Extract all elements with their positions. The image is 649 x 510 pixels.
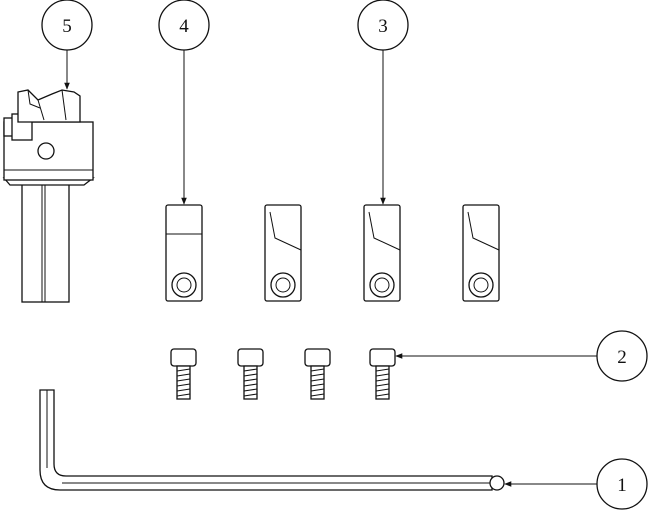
callout-3-label: 3 <box>378 16 388 37</box>
leader-lines <box>64 42 597 487</box>
insert-1 <box>165 204 203 302</box>
cap-screw-1 <box>170 348 197 400</box>
cap-screw-2 <box>237 348 264 400</box>
callout-2-label: 2 <box>617 347 627 368</box>
callout-5: 5 <box>41 0 93 51</box>
hex-key <box>39 389 505 491</box>
cap-screw-4 <box>369 348 396 400</box>
callout-4: 4 <box>158 0 210 51</box>
insert-4 <box>462 204 500 302</box>
callout-4-label: 4 <box>179 16 189 37</box>
callout-1: 1 <box>596 458 648 510</box>
tool-holder <box>2 89 95 303</box>
cap-screw-3 <box>304 348 331 400</box>
insert-3 <box>363 204 401 302</box>
callout-3: 3 <box>357 0 409 51</box>
insert-2 <box>264 204 302 302</box>
callout-5-label: 5 <box>62 16 72 37</box>
callout-1-label: 1 <box>617 475 627 496</box>
callout-2: 2 <box>596 330 648 382</box>
